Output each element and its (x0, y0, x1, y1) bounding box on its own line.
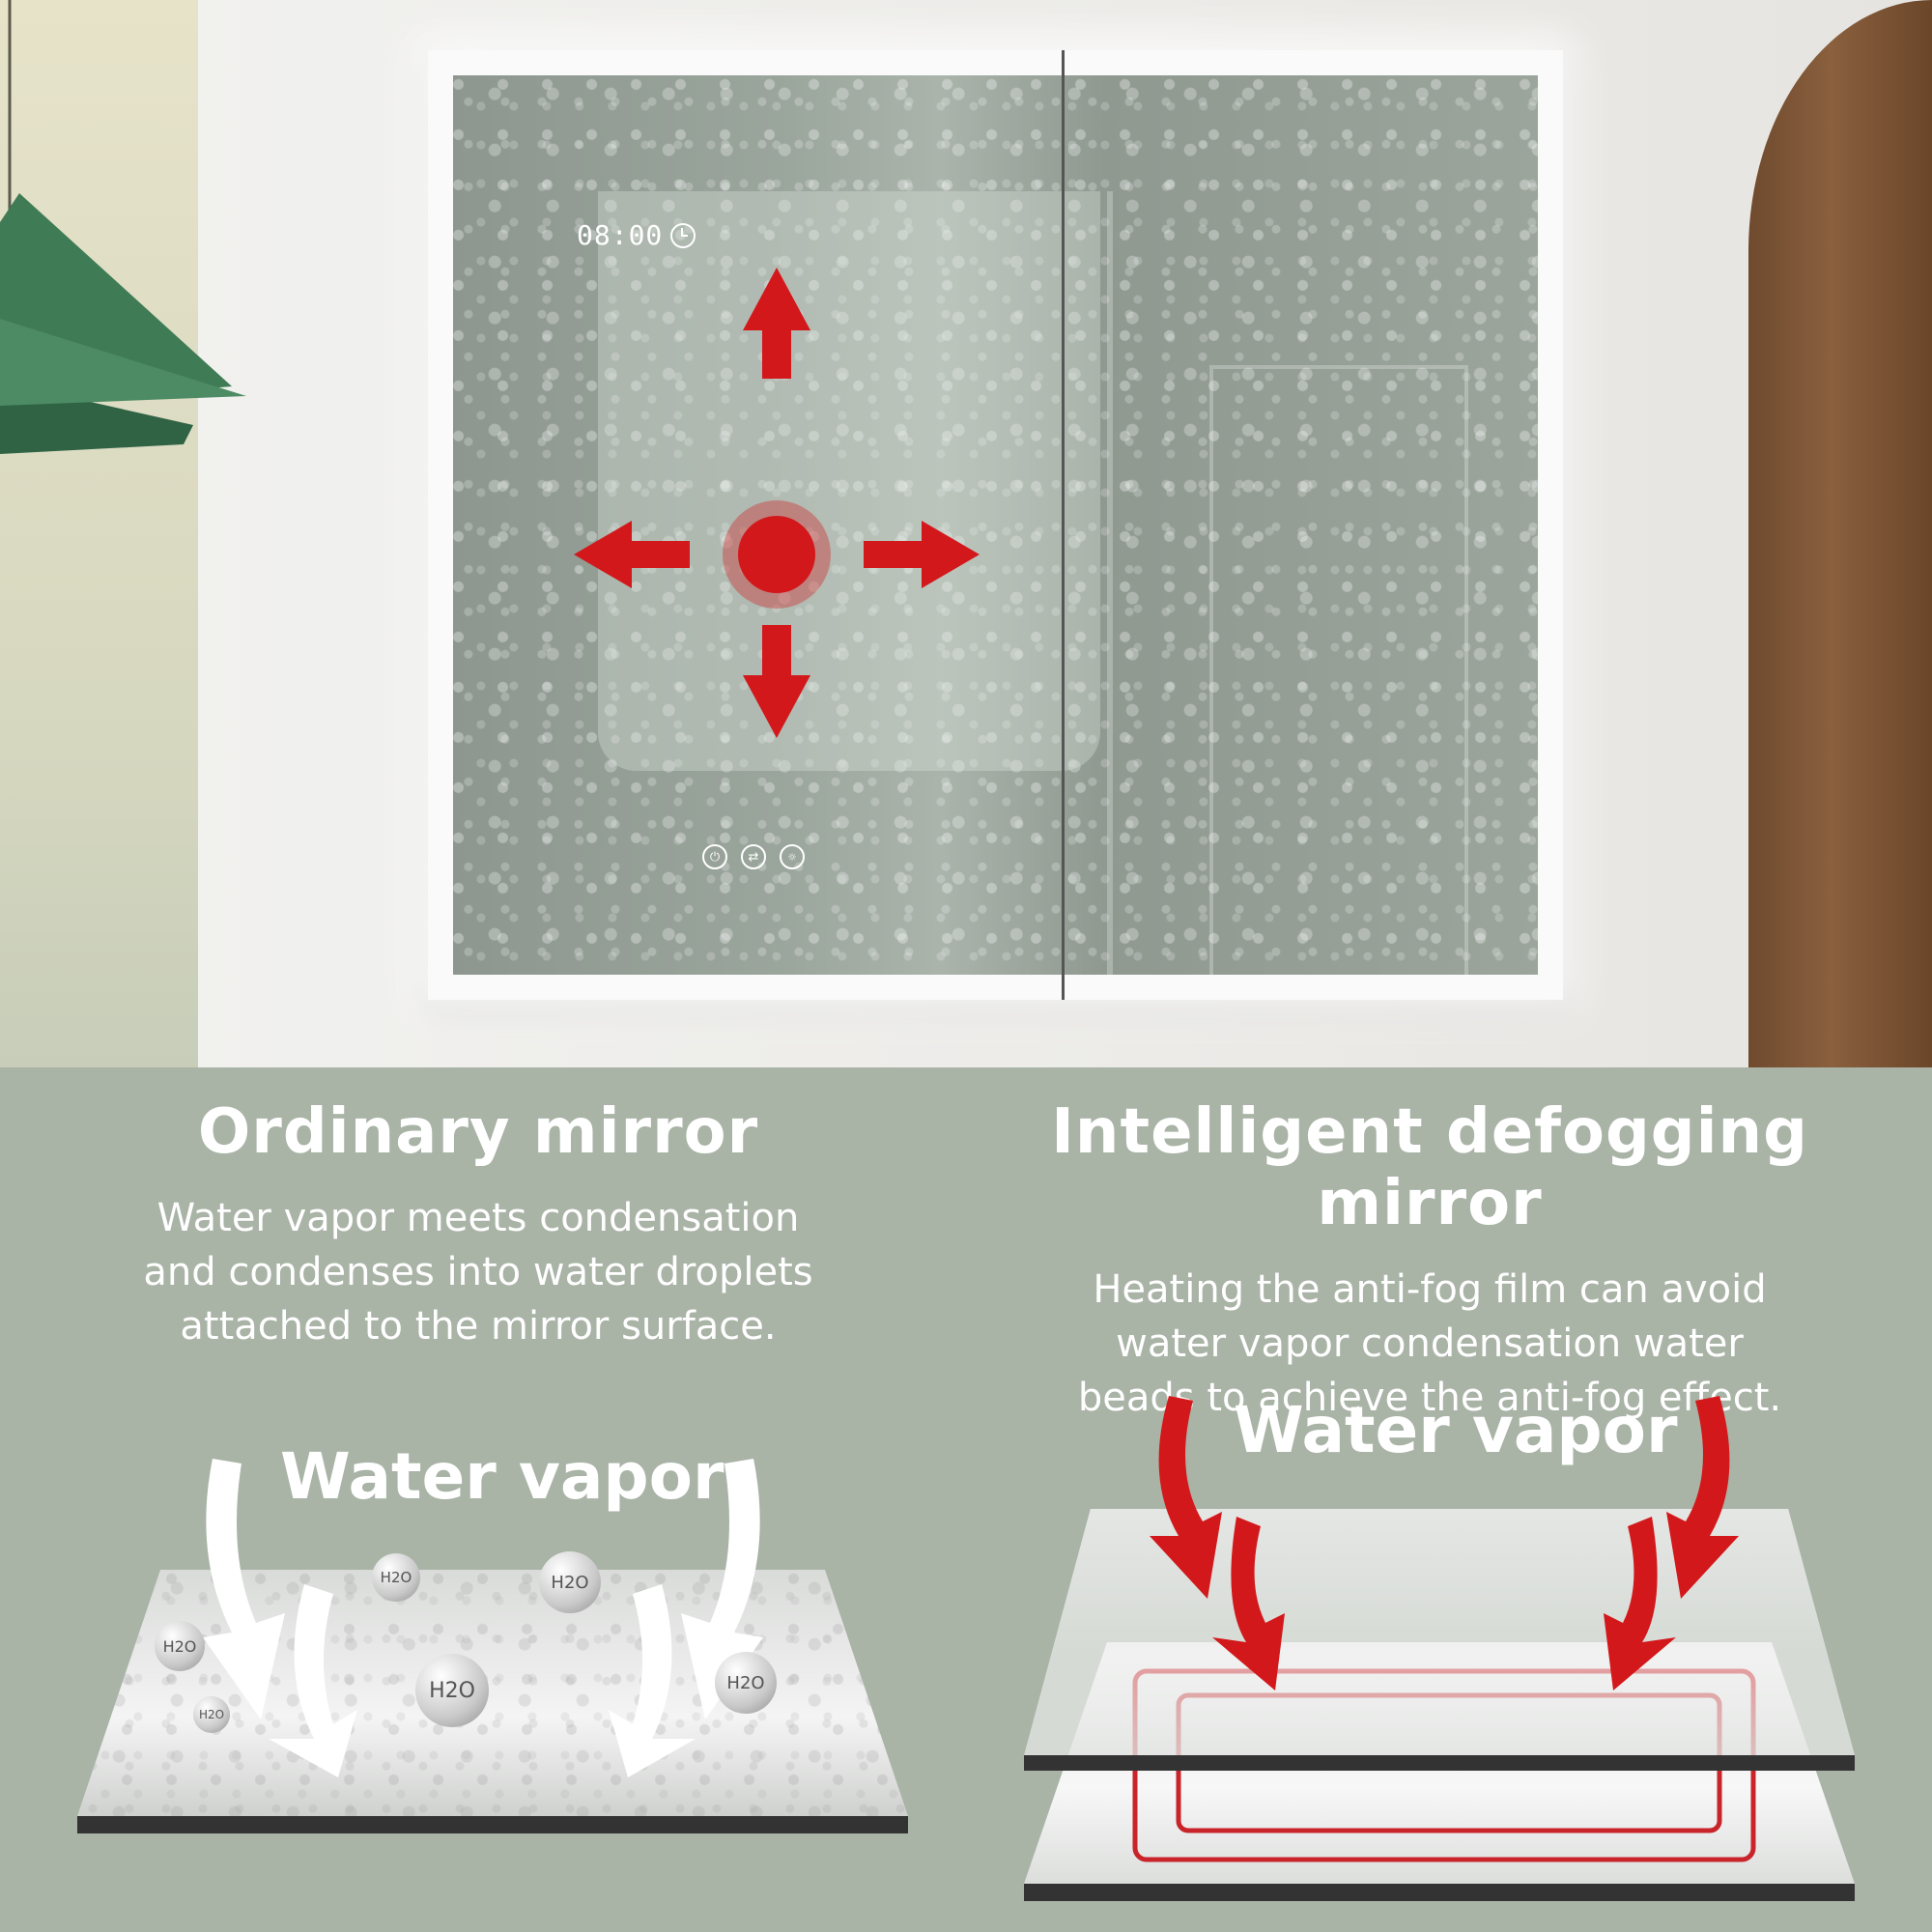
ordinary-vapor-label: Water vapor (280, 1439, 724, 1514)
vapor-arrows-white (203, 1459, 763, 1777)
clock-display: 08:00 (577, 219, 696, 251)
ordinary-panel: Ordinary mirror Water vapor meets conden… (77, 1096, 879, 1353)
power-icon[interactable]: ⏻ (702, 844, 727, 869)
vapor-arrow-icon (1212, 1517, 1285, 1690)
ordinary-desc-line: and condenses into water droplets (143, 1250, 813, 1294)
side-wall (0, 0, 198, 1067)
h2o-molecule: H2O (372, 1553, 420, 1602)
heat-center (738, 516, 815, 593)
ordinary-desc-line: Water vapor meets condensation (156, 1196, 800, 1240)
intelligent-desc-line: water vapor condensation water (1116, 1321, 1744, 1366)
wooden-arch-door (1748, 0, 1932, 1067)
vapor-arrow-icon (1666, 1396, 1739, 1599)
dimmer-icon[interactable]: ☼ (780, 844, 805, 869)
antifog-bottom-edge (1024, 1884, 1855, 1901)
mirror-glass (453, 75, 1538, 975)
arrow-down-icon (743, 625, 810, 738)
intelligent-desc-line: Heating the anti-fog film can avoid (1093, 1267, 1767, 1312)
touch-controls: ⏻ ⇄ ☼ (702, 844, 805, 869)
clock-icon (670, 222, 696, 248)
intelligent-title: Intelligent defogging mirror (1051, 1096, 1808, 1239)
vapor-arrow-icon (1604, 1517, 1676, 1690)
cabinet-door-split (1062, 50, 1065, 1000)
ordinary-title: Ordinary mirror (197, 1096, 759, 1168)
h2o-molecule: H2O (155, 1621, 205, 1671)
vapor-arrow-icon (609, 1584, 696, 1777)
arrow-right-icon (864, 521, 980, 588)
clock-text: 08:00 (577, 219, 664, 251)
vapor-arrow-icon (1150, 1396, 1222, 1599)
intelligent-desc-line: beads to achieve the anti-fog effect. (1077, 1376, 1782, 1420)
antifog-top-edge (1024, 1755, 1855, 1771)
h2o-molecule: H2O (193, 1696, 230, 1733)
vapor-arrows-red (1150, 1396, 1739, 1690)
pendant-lamp-icon (0, 0, 246, 454)
swap-icon[interactable]: ⇄ (741, 844, 766, 869)
ordinary-slab-edge (77, 1816, 908, 1833)
ordinary-desc-line: attached to the mirror surface. (180, 1304, 777, 1349)
mirror-cabinet: 08:00 ⏻ ⇄ ☼ (428, 50, 1563, 1000)
h2o-molecule: H2O (715, 1652, 777, 1714)
h2o-molecule: H2O (415, 1654, 489, 1727)
ordinary-mirror-slab (77, 1570, 908, 1816)
h2o-molecule: H2O (539, 1551, 601, 1613)
heat-spread-diagram (574, 268, 980, 738)
vapor-arrow-icon (269, 1584, 357, 1777)
intelligent-panel: Intelligent defogging mirror Heating the… (947, 1096, 1913, 1425)
arrow-left-icon (574, 521, 690, 588)
arrow-up-icon (743, 268, 810, 379)
intelligent-vapor-label: Water vapor (1234, 1393, 1678, 1467)
vapor-arrow-icon (203, 1459, 285, 1719)
